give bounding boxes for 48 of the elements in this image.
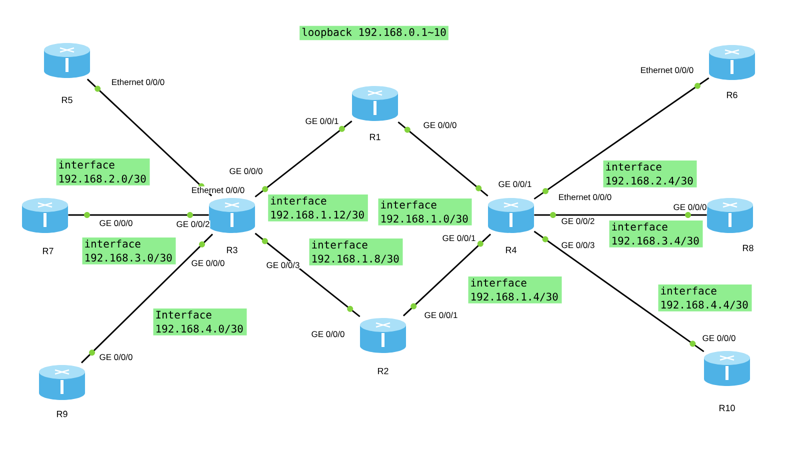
port-label: GE 0/0/1 <box>442 234 476 242</box>
port-label: GE 0/0/3 <box>560 241 596 249</box>
port-label: GE 0/0/2 <box>560 217 596 225</box>
port-label: GE 0/0/0 <box>422 121 458 129</box>
subnet-box: interface 192.168.2.4/30 <box>603 160 697 188</box>
subnet-box: interface 192.168.3.4/30 <box>609 220 703 248</box>
port-label: GE 0/0/0 <box>98 219 134 227</box>
link-line <box>402 234 492 316</box>
port-label: Ethernet 0/0/0 <box>558 193 612 201</box>
port-label: Ethernet 0/0/0 <box>190 186 246 194</box>
port-label: GE 0/0/0 <box>702 334 736 342</box>
router-label: R4 <box>506 246 516 254</box>
port-label: GE 0/0/0 <box>98 353 134 361</box>
link-line <box>534 230 704 352</box>
port-label: Ethernet 0/0/0 <box>640 66 694 74</box>
router-label: R8 <box>743 244 754 252</box>
subnet-box: loopback 192.168.0.1~10 <box>300 26 448 40</box>
link-line <box>534 214 707 216</box>
port-label: GE 0/0/0 <box>228 167 264 175</box>
subnet-box: interface 192.168.1.8/30 <box>309 238 403 266</box>
router-label: R5 <box>62 96 72 104</box>
router-label: R6 <box>727 92 738 98</box>
subnet-box: interface 192.168.1.4/30 <box>468 276 562 304</box>
link-line <box>254 120 352 198</box>
port-label: Ethernet 0/0/0 <box>110 78 166 86</box>
subnet-box: interface 192.168.2.0/30 <box>56 158 150 186</box>
link-line <box>254 232 360 318</box>
link-line <box>68 214 209 216</box>
link-line <box>398 122 488 196</box>
link-line <box>534 77 710 200</box>
port-label: GE 0/0/1 <box>424 311 458 319</box>
port-label: GE 0/0/0 <box>190 259 226 267</box>
router-label: R3 <box>227 246 238 254</box>
router-label: R2 <box>378 368 388 374</box>
subnet-box: interface 192.168.1.0/30 <box>378 198 472 226</box>
router-label: R1 <box>370 134 380 140</box>
link-line <box>86 78 212 196</box>
link-line <box>81 234 214 364</box>
router-label: R9 <box>57 410 68 418</box>
port-label: GE 0/0/1 <box>498 180 532 188</box>
router-label: R10 <box>720 404 735 412</box>
subnet-box: Interface 192.168.4.0/30 <box>153 308 247 336</box>
router-label: R7 <box>43 248 54 254</box>
port-label: GE 0/0/3 <box>266 261 300 269</box>
port-label: GE 0/0/2 <box>176 220 210 228</box>
subnet-box: interface 192.168.3.0/30 <box>82 238 176 264</box>
subnet-box: interface 192.168.1.12/30 <box>268 194 368 222</box>
subnet-box: interface 192.168.4.4/30 <box>658 284 752 312</box>
